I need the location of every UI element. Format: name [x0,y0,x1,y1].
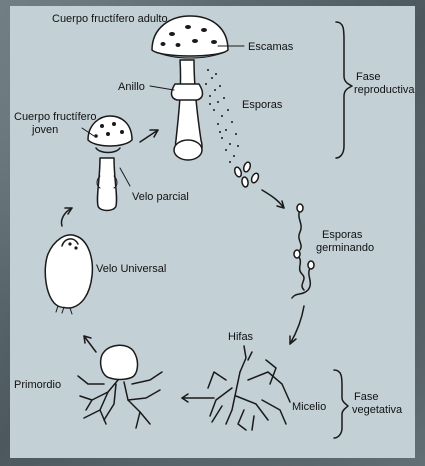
label-partial-veil: Velo parcial [132,191,189,203]
label-mycelium: Micelio [292,401,326,413]
label-hyphae: Hifas [228,331,254,343]
label-reproductive-line2: reproductiva [354,84,415,96]
label-adult-body: Cuerpo fructífero adulto [52,13,168,25]
label-reproductive-line1: Fase [356,71,380,83]
label-universal-veil: Velo Universal [96,263,166,275]
label-young-body-line2: joven [31,124,58,136]
primordium [78,345,162,428]
young-mushroom [88,116,132,211]
mycelium [208,346,290,430]
label-spores: Esporas [242,99,283,111]
label-germinating-line2: germinando [316,242,374,254]
label-vegetative-line1: Fase [354,391,378,403]
label-young-body-line1: Cuerpo fructífero [14,111,97,123]
egg-universal-veil [45,235,92,314]
label-vegetative-line2: vegetativa [352,404,403,416]
germinating-spores [292,204,314,298]
label-primordium: Primordio [14,379,61,391]
label-germinating-line1: Esporas [322,229,363,241]
spores [233,161,259,187]
label-scales: Escamas [248,41,294,53]
label-ring: Anillo [118,81,145,93]
spore-cloud [205,69,239,163]
